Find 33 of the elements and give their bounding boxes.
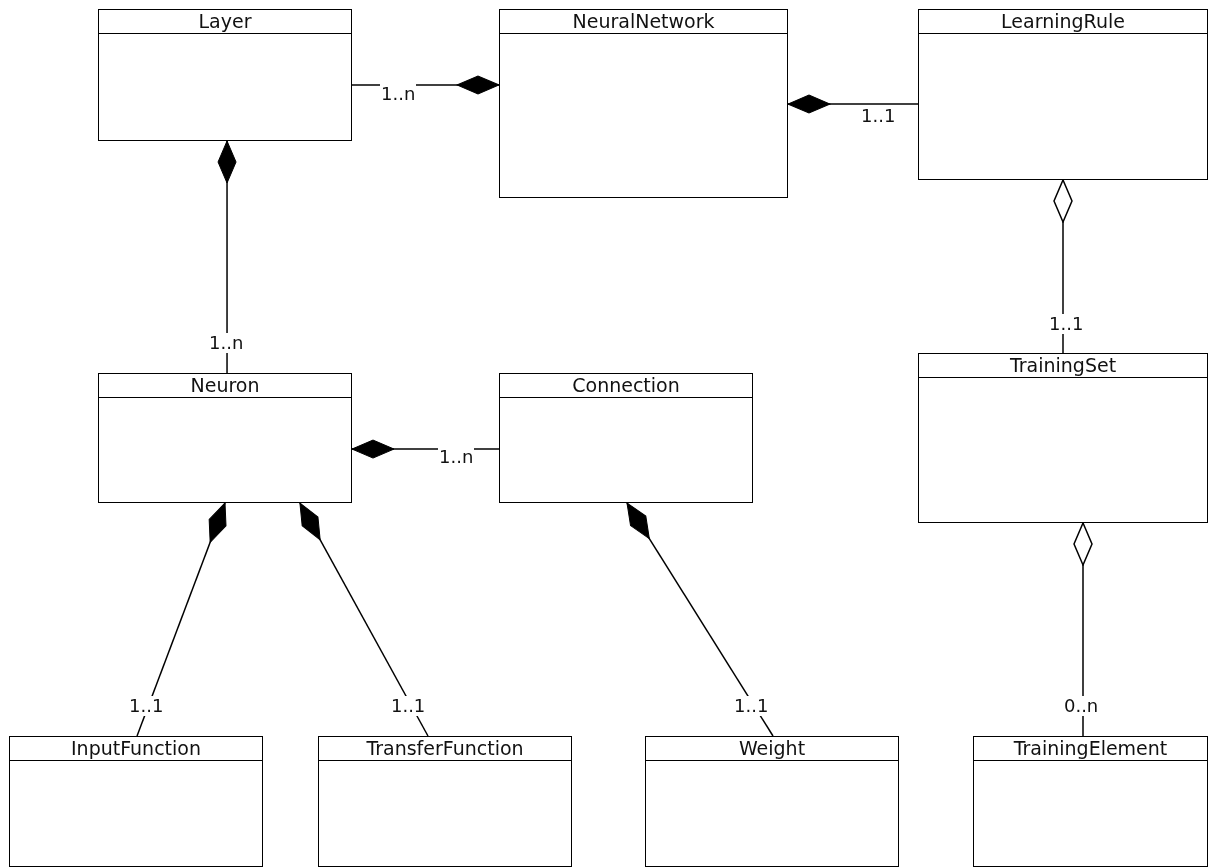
class-name: TrainingSet <box>919 354 1207 378</box>
class-name: TransferFunction <box>319 737 571 761</box>
class-box <box>918 353 1208 523</box>
class-name: InputFunction <box>10 737 262 761</box>
class-box <box>918 9 1208 180</box>
composition-line <box>626 502 774 737</box>
class-name: NeuralNetwork <box>500 10 787 34</box>
composition-line <box>787 94 919 114</box>
class-box <box>499 9 788 198</box>
class-box <box>9 736 263 867</box>
class-box <box>98 9 352 141</box>
class-name: Weight <box>646 737 898 761</box>
class-box <box>973 736 1208 867</box>
multiplicity-label: 1..1 <box>128 696 165 716</box>
composition-line <box>299 502 429 737</box>
class-name: TrainingElement <box>974 737 1207 761</box>
multiplicity-label: 1..1 <box>1048 314 1085 334</box>
class-box <box>499 373 753 503</box>
class-box <box>318 736 572 867</box>
class-name: LearningRule <box>919 10 1207 34</box>
class-name: Neuron <box>99 374 351 398</box>
multiplicity-label: 0..n <box>1062 696 1100 716</box>
composition-line <box>136 502 227 737</box>
aggregation-line <box>1053 179 1073 354</box>
aggregation-line <box>1073 522 1093 737</box>
class-box <box>98 373 352 503</box>
multiplicity-label: 1..n <box>208 333 245 353</box>
class-box <box>645 736 899 867</box>
class-name: Layer <box>99 10 351 34</box>
composition-line <box>217 140 237 374</box>
class-name: Connection <box>500 374 752 398</box>
multiplicity-label: 1..1 <box>389 696 427 716</box>
multiplicity-label: 1..1 <box>733 696 770 716</box>
